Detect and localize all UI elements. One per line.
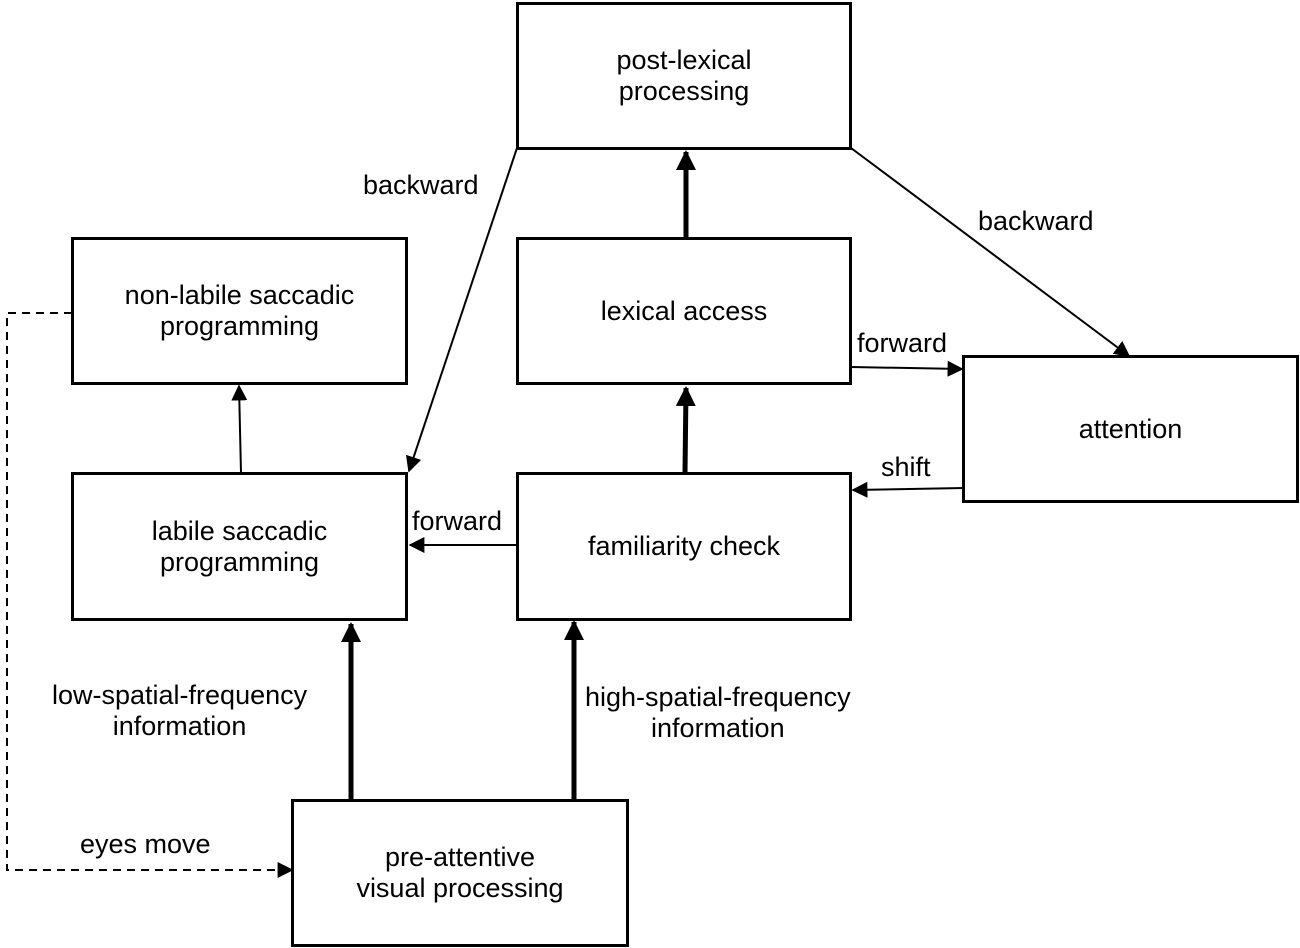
post-lexical-processing-box: post-lexical processing <box>516 2 852 150</box>
attention-box: attention <box>962 355 1299 503</box>
backward-label-right: backward <box>978 206 1094 236</box>
labile-saccadic-programming-box: labile saccadic programming <box>71 472 408 621</box>
eyes-move-label: eyes move <box>80 829 211 859</box>
lexical-access-box: lexical access <box>516 237 852 385</box>
pre-attentive-visual-processing-text: pre-attentive visual processing <box>356 842 564 903</box>
arrow-familiarity-to-lexical <box>675 386 696 474</box>
shift-label: shift <box>881 452 931 482</box>
forward-label-top: forward <box>857 328 948 358</box>
lexical-access-text: lexical access <box>600 295 768 326</box>
familiarity-check-text: familiarity check <box>587 531 781 561</box>
arrow-labile-to-nonlabile <box>231 384 248 474</box>
attention-text: attention <box>1078 413 1183 444</box>
labile-saccadic-programming-text: labile saccadic programming <box>151 515 328 577</box>
non-labile-saccadic-programming-box: non-labile saccadic programming <box>71 237 408 385</box>
arrow-nonlabile-to-preattentive-eyes-move <box>6 312 294 878</box>
pre-attentive-visual-processing-box: pre-attentive visual processing <box>291 799 629 947</box>
non-labile-saccadic-programming-text: non-labile saccadic programming <box>124 280 355 341</box>
low-spatial-frequency-label: low-spatial-frequency information <box>52 680 308 741</box>
forward-label-mid: forward <box>412 506 503 536</box>
arrow-lexical-to-attention-forward <box>850 360 964 377</box>
backward-label-left: backward <box>363 170 479 200</box>
high-spatial-frequency-label: high-spatial-frequency information <box>585 682 851 743</box>
post-lexical-processing-text: post-lexical processing <box>616 45 752 106</box>
familiarity-check-box: familiarity check <box>516 472 852 621</box>
arrow-postlexical-to-attention-backward <box>850 147 1131 357</box>
arrow-postlexical-to-labile-backward <box>405 147 518 473</box>
arrow-attention-to-familiarity-shift <box>851 481 965 498</box>
